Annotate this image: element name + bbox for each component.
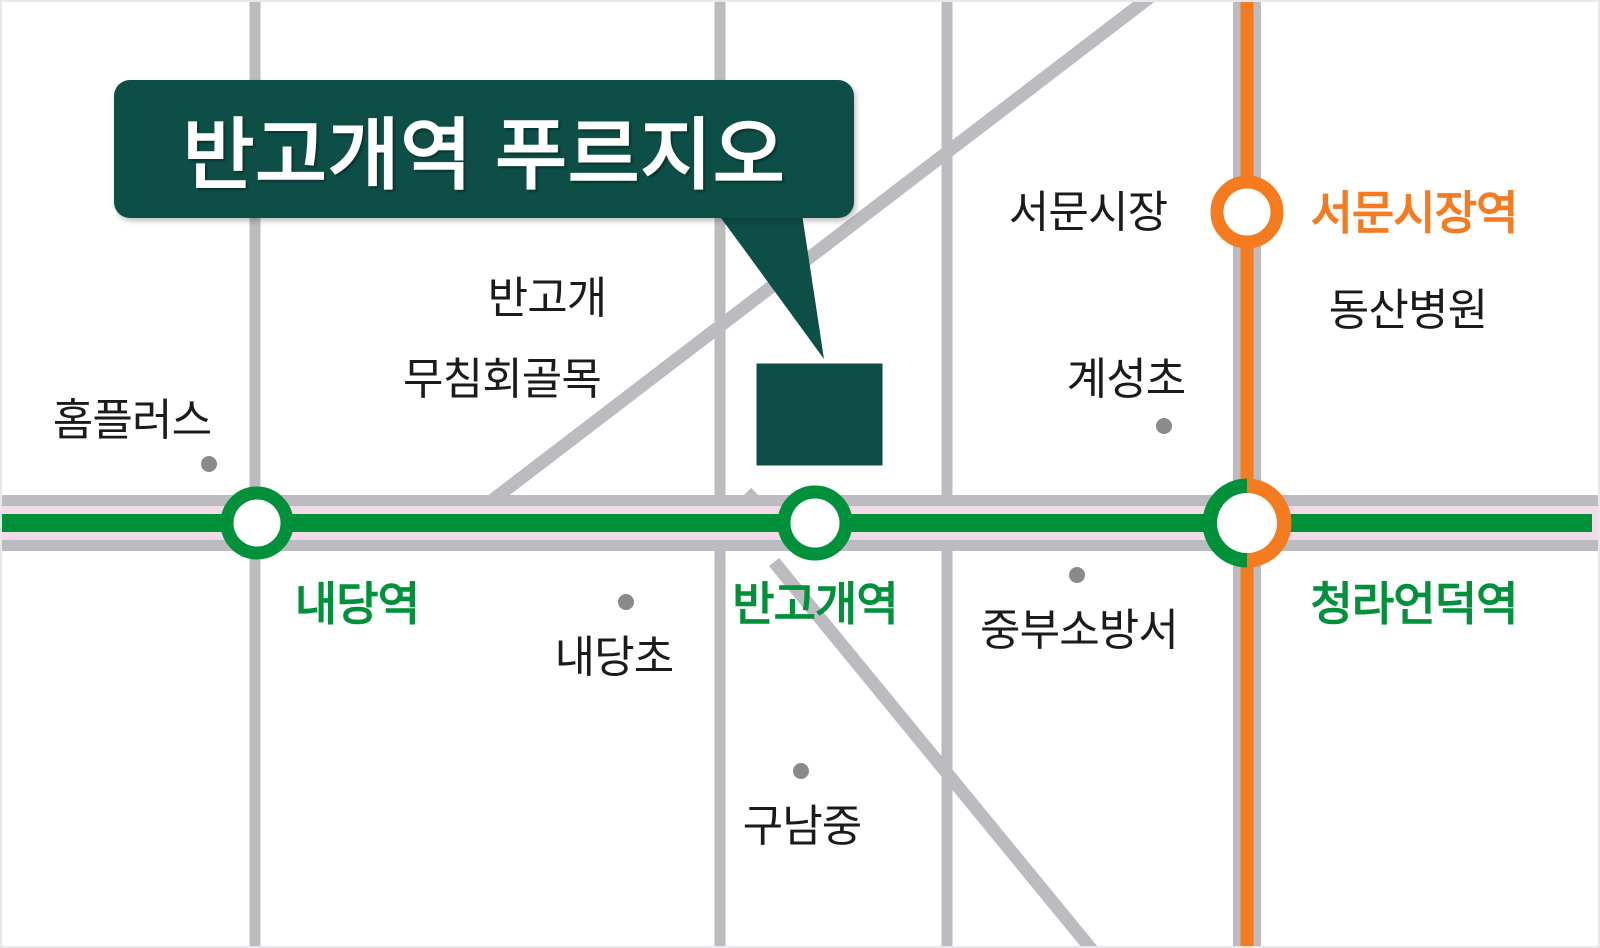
poi-label-bangogae-alley-line2: 무침회골목 [403, 355, 602, 405]
poi-dot-gyeseongcho [1156, 418, 1172, 434]
poi-dot-gunamjung [793, 763, 809, 779]
poi-label-homeplus: 홈플러스 [52, 396, 212, 446]
poi-dot-jungbufire [1069, 567, 1085, 583]
poi-label-gunam-middle-school: 구남중 [742, 802, 863, 852]
station-marker-bangogae [777, 485, 853, 561]
road-diagonal-ne [486, 2, 1155, 508]
callout-tail [718, 214, 824, 359]
transfer-ring-center [1217, 493, 1277, 553]
title-callout-label: 반고개역 푸르지오 [182, 111, 786, 199]
poi-dot-homeplus [201, 456, 217, 472]
poi-label-bangogae-alley-line1: 반고개 [487, 274, 608, 324]
station-marker-cheongnaeondeok-transfer [1202, 478, 1292, 568]
poi-label-naedang-elementary: 내당초 [554, 633, 675, 683]
station-label-bangogae: 반고개역 [732, 577, 899, 630]
poi-dots [201, 418, 1172, 779]
site-building-block [756, 363, 883, 466]
station-marker-seomunsijang [1210, 175, 1284, 249]
station-marker-naedang [220, 486, 294, 560]
poi-label-dongsan-hospital: 동산병원 [1328, 286, 1488, 336]
transfer-ring-green-half [1202, 478, 1248, 568]
station-label-cheongnaeondeok: 청라언덕역 [1310, 577, 1518, 630]
poi-label-jungbu-fire-station: 중부소방서 [980, 606, 1179, 656]
road-diagonal-se [768, 557, 1098, 946]
transfer-ring-orange-half [1246, 478, 1292, 568]
title-callout: 반고개역 푸르지오 [114, 80, 854, 218]
poi-dot-naedangcho [618, 594, 634, 610]
station-markers [220, 175, 1292, 568]
poi-label-gyeseong-elementary: 계성초 [1066, 355, 1187, 405]
poi-label-seomun-market: 서문시장 [1008, 188, 1168, 238]
station-label-naedang: 내당역 [294, 577, 420, 630]
station-label-seomunsijang: 서문시장역 [1310, 186, 1518, 239]
